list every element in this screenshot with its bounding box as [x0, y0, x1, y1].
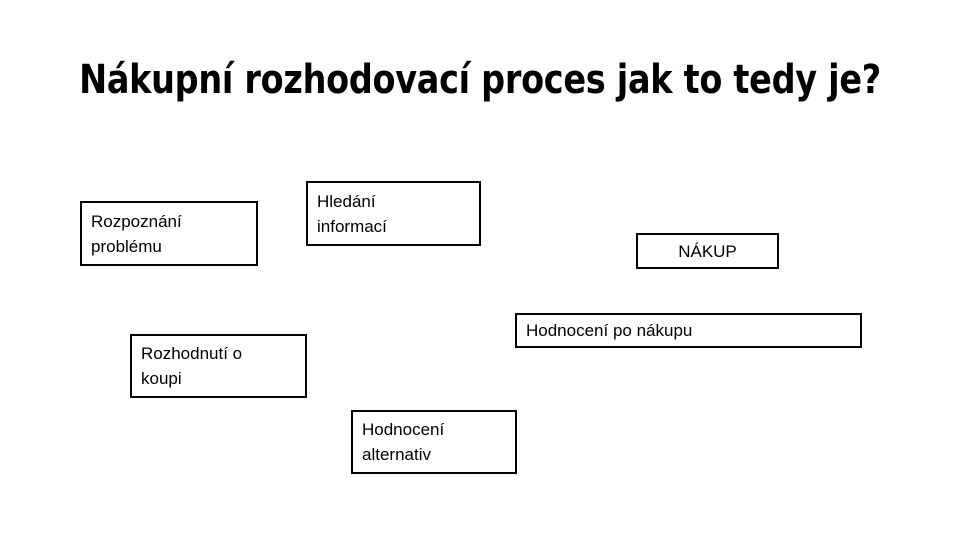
page-title: Nákupní rozhodovací proces jak to tedy j…: [79, 57, 881, 103]
flow-box-rozpoznani-problemu[interactable]: Rozpoznání problému: [80, 201, 258, 266]
flow-box-hodnoceni-po-nakupu[interactable]: Hodnocení po nákupu: [515, 313, 862, 348]
flow-box-label: Hledání informací: [317, 191, 387, 236]
flow-box-label: NÁKUP: [678, 241, 737, 261]
flow-box-label: Rozpoznání problému: [91, 211, 182, 256]
flow-box-hledani-informaci[interactable]: Hledání informací: [306, 181, 481, 246]
flow-box-label: Rozhodnutí o koupi: [141, 344, 243, 388]
flow-box-rozhodnuti-o-koupi[interactable]: Rozhodnutí o koupi: [130, 334, 307, 398]
flow-box-label: Hodnocení po nákupu: [526, 321, 693, 340]
flow-box-hodnoceni-alternativ[interactable]: Hodnocení alternativ: [351, 410, 517, 474]
flow-box-label: Hodnocení alternativ: [362, 420, 445, 464]
flow-box-nakup[interactable]: NÁKUP: [636, 233, 779, 269]
